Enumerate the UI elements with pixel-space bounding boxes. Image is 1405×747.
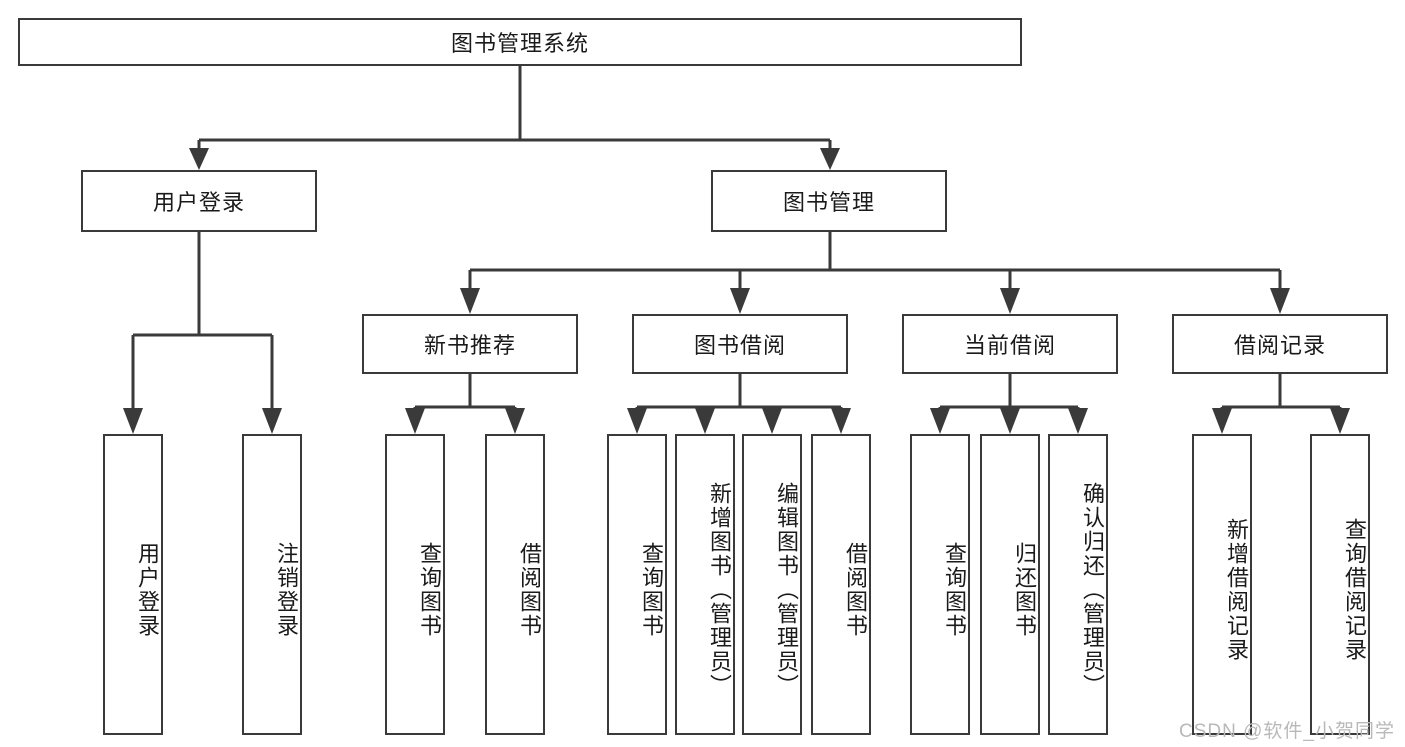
- leaf-label: 确认归还（管理员）: [1080, 481, 1105, 698]
- arrow-login-leaf-1: [123, 408, 143, 434]
- leaf-label: 借阅图书: [843, 541, 868, 638]
- node-borrow-record-label: 借阅记录: [1233, 333, 1326, 358]
- leaf-label: 注销登录: [274, 541, 299, 638]
- arrow-newbook-leaf-1: [405, 408, 425, 434]
- leaf-label: 归还图书: [1012, 541, 1037, 638]
- leaf-label: 用户登录: [135, 541, 160, 638]
- arrow-borrow-leaf-3: [762, 408, 782, 434]
- leaf-current-borrow-2[interactable]: 归还图书: [980, 434, 1040, 735]
- node-user-login-label: 用户登录: [152, 190, 245, 215]
- arrow-level3-4: [1270, 288, 1290, 314]
- arrow-borrow-leaf-4: [831, 408, 851, 434]
- leaf-book-borrow-3[interactable]: 编辑图书（管理员）: [742, 434, 802, 735]
- leaf-user-login-1[interactable]: 用户登录: [103, 434, 163, 735]
- arrow-current-leaf-1: [930, 408, 950, 434]
- node-root[interactable]: 图书管理系统: [18, 18, 1022, 66]
- leaf-current-borrow-1[interactable]: 查询图书: [910, 434, 970, 735]
- arrow-book-mgmt: [820, 148, 840, 170]
- leaf-new-book-2[interactable]: 借阅图书: [485, 434, 545, 735]
- arrow-borrow-leaf-2: [695, 408, 715, 434]
- leaf-label: 查询图书: [942, 541, 967, 638]
- leaf-borrow-record-2[interactable]: 查询借阅记录: [1310, 434, 1370, 735]
- leaf-book-borrow-1[interactable]: 查询图书: [607, 434, 667, 735]
- leaf-borrow-record-1[interactable]: 新增借阅记录: [1192, 434, 1252, 735]
- leaf-user-login-2[interactable]: 注销登录: [242, 434, 302, 735]
- node-book-borrow[interactable]: 图书借阅: [632, 314, 848, 374]
- node-book-borrow-label: 图书借阅: [693, 333, 786, 358]
- node-user-login[interactable]: 用户登录: [81, 170, 317, 232]
- arrow-login-leaf-2: [262, 408, 282, 434]
- leaf-label: 查询借阅记录: [1342, 517, 1367, 662]
- leaf-label: 查询图书: [417, 541, 442, 638]
- leaf-book-borrow-4[interactable]: 借阅图书: [811, 434, 871, 735]
- node-borrow-record[interactable]: 借阅记录: [1172, 314, 1388, 374]
- leaf-book-borrow-2[interactable]: 新增图书（管理员）: [675, 434, 735, 735]
- node-new-book-recommend-label: 新书推荐: [423, 333, 516, 358]
- leaf-new-book-1[interactable]: 查询图书: [385, 434, 445, 735]
- node-current-borrow-label: 当前借阅: [963, 333, 1056, 358]
- arrow-record-leaf-1: [1212, 408, 1232, 434]
- arrow-record-leaf-2: [1330, 408, 1350, 434]
- node-current-borrow[interactable]: 当前借阅: [902, 314, 1118, 374]
- leaf-current-borrow-3[interactable]: 确认归还（管理员）: [1048, 434, 1108, 735]
- node-root-label: 图书管理系统: [450, 31, 589, 56]
- leaf-label: 编辑图书（管理员）: [774, 481, 799, 698]
- node-book-management[interactable]: 图书管理: [711, 170, 947, 232]
- node-new-book-recommend[interactable]: 新书推荐: [362, 314, 578, 374]
- arrow-current-leaf-2: [1000, 408, 1020, 434]
- leaf-label: 新增图书（管理员）: [707, 481, 732, 698]
- leaf-label: 借阅图书: [517, 541, 542, 638]
- arrow-user-login: [189, 148, 209, 170]
- arrow-current-leaf-3: [1068, 408, 1088, 434]
- arrow-borrow-leaf-1: [627, 408, 647, 434]
- arrow-level3-2: [730, 288, 750, 314]
- arrow-level3-3: [1000, 288, 1020, 314]
- leaf-label: 查询图书: [639, 541, 664, 638]
- arrow-level3-1: [460, 288, 480, 314]
- arrow-newbook-leaf-2: [505, 408, 525, 434]
- leaf-label: 新增借阅记录: [1224, 517, 1249, 662]
- node-book-management-label: 图书管理: [782, 190, 875, 215]
